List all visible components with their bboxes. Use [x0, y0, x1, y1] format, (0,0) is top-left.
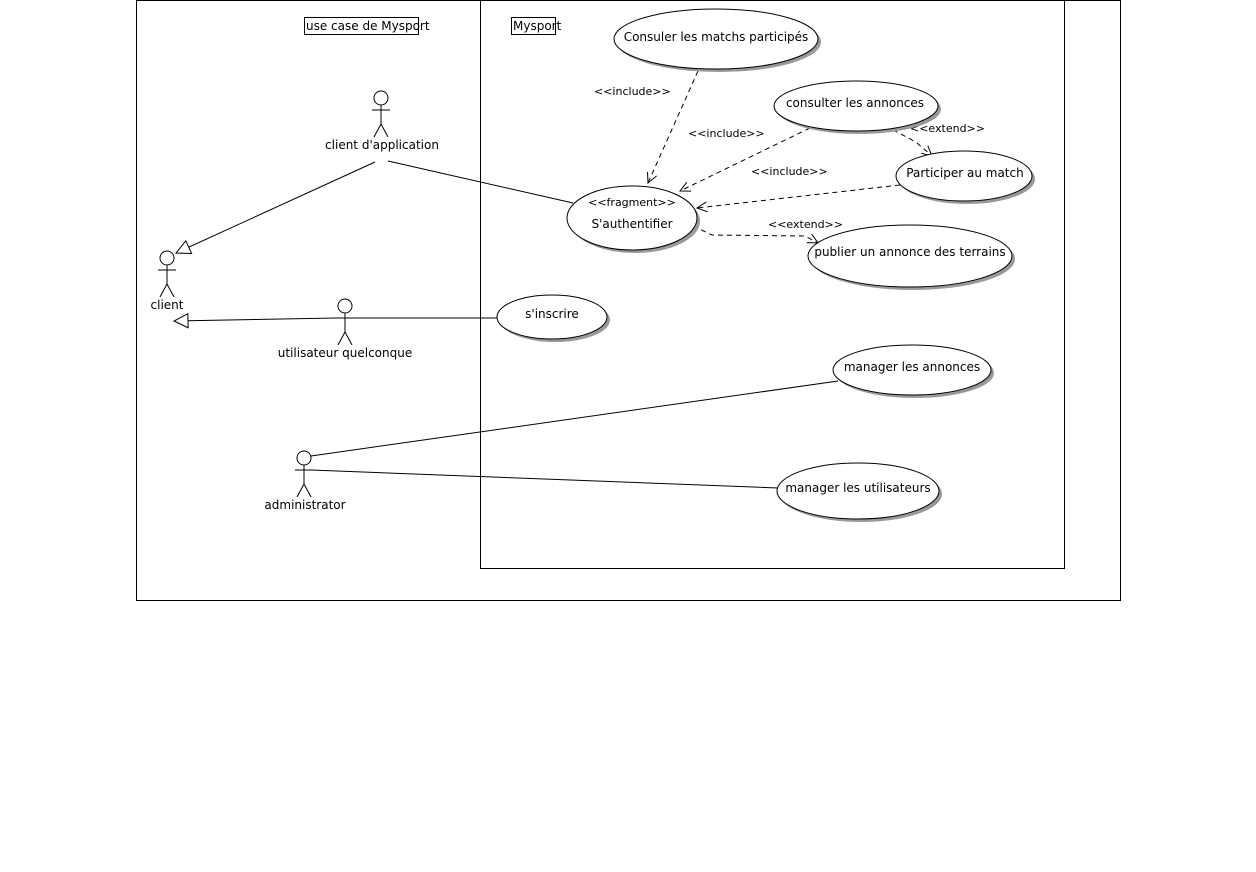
use-case-publier-label: publier un annonce des terrains — [814, 245, 1005, 259]
use-case-sinscrire[interactable]: s'inscrire — [496, 294, 610, 342]
use-case-sauthentifier[interactable]: <<fragment>> S'authentifier — [566, 185, 700, 253]
use-case-sauthentifier-label: S'authentifier — [591, 217, 672, 231]
actor-client[interactable] — [158, 250, 176, 298]
use-case-consulter-annonces-label: consulter les annonces — [786, 96, 924, 110]
include-label-1: <<include>> — [594, 85, 671, 98]
use-case-manager-utilisateurs[interactable]: manager les utilisateurs — [776, 462, 942, 522]
use-case-manager-annonces[interactable]: manager les annonces — [832, 344, 994, 398]
outer-frame-title: use case de Mysport — [304, 17, 430, 35]
actor-client-application-label: client d'application — [325, 138, 439, 152]
extend-label-2: <<extend>> — [768, 218, 843, 231]
generalization-client-app-client — [176, 161, 376, 253]
extend-arrow-publier — [692, 225, 818, 243]
use-case-consulter-matchs[interactable]: Consuler les matchs participés — [613, 8, 821, 72]
actor-administrator[interactable] — [295, 450, 313, 498]
actor-client-label: client — [151, 298, 184, 312]
system-title-text: Mysport — [513, 19, 562, 33]
extend-label-1: <<extend>> — [910, 122, 985, 135]
system-title: Mysport — [511, 17, 562, 35]
include-label-3: <<include>> — [751, 165, 828, 178]
include-arrow-consulter-matchs — [648, 70, 699, 183]
actor-utilisateur-quelconque-label: utilisateur quelconque — [278, 346, 412, 360]
actor-utilisateur-quelconque[interactable] — [336, 298, 354, 346]
use-case-consulter-annonces[interactable]: consulter les annonces — [773, 80, 941, 134]
use-case-participer[interactable]: Participer au match — [895, 150, 1035, 204]
include-label-2: <<include>> — [688, 127, 765, 140]
use-case-sauthentifier-stereotype: <<fragment>> — [588, 196, 676, 209]
association-client-app-auth — [387, 160, 574, 204]
include-arrow-consulter-annonces — [680, 127, 811, 191]
actor-administrator-label: administrator — [264, 498, 345, 512]
use-case-publier[interactable]: publier un annonce des terrains — [807, 224, 1015, 290]
generalization-quelconque-client — [174, 318, 337, 321]
use-case-manager-annonces-label: manager les annonces — [844, 360, 980, 374]
system-boundary — [480, 0, 1065, 569]
extend-arrow-participer — [892, 129, 932, 156]
use-case-consulter-matchs-label: Consuler les matchs participés — [624, 30, 809, 44]
use-case-participer-label: Participer au match — [906, 166, 1023, 180]
outer-frame-title-text: use case de Mysport — [306, 19, 430, 33]
association-admin-manager-utilisateurs — [310, 469, 779, 489]
association-admin-manager-annonces — [310, 380, 839, 457]
actor-client-application[interactable] — [372, 90, 390, 138]
include-arrow-participer — [697, 184, 901, 208]
use-case-manager-utilisateurs-label: manager les utilisateurs — [785, 481, 930, 495]
use-case-sinscrire-label: s'inscrire — [525, 307, 579, 321]
